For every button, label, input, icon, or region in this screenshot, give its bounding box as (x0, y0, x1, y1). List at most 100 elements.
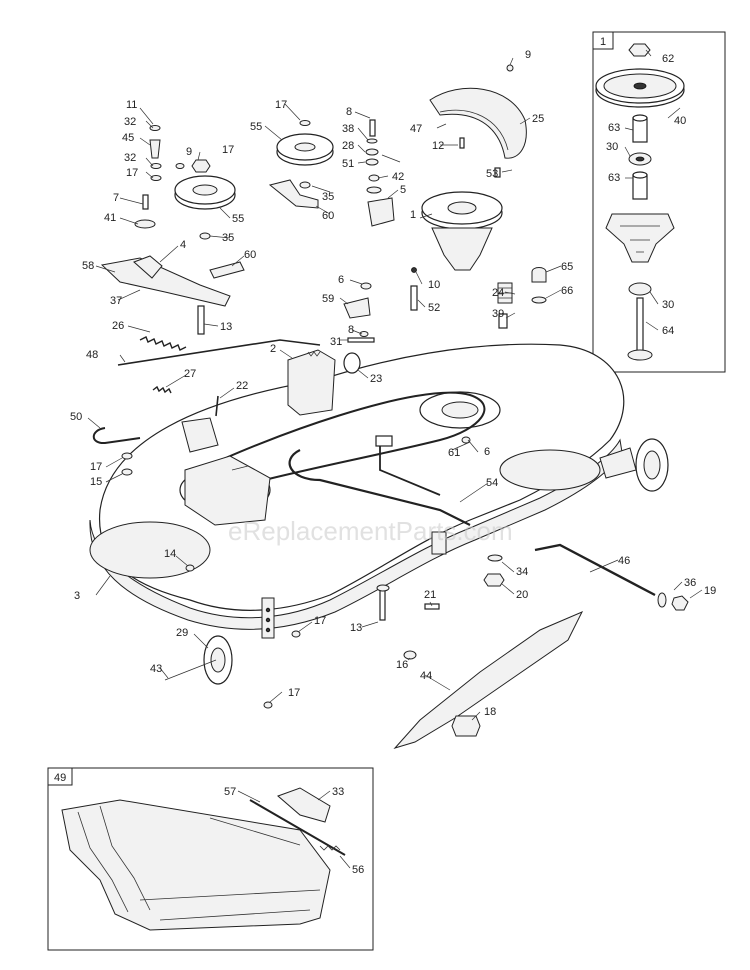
callout-27: 27 (184, 368, 196, 380)
spring-27 (152, 385, 172, 394)
callout-55b: 55 (250, 121, 262, 133)
callout-57: 57 (224, 786, 236, 798)
hook-50 (92, 427, 141, 445)
callout-5: 5 (400, 184, 406, 196)
callout-50: 50 (70, 411, 82, 423)
callout-28: 28 (342, 140, 354, 152)
spindle-inset: 1 (592, 31, 726, 373)
callout-31: 31 (330, 336, 342, 348)
callout-8b: 8 (348, 324, 354, 336)
callout-11: 11 (126, 99, 137, 111)
callout-4: 4 (180, 239, 186, 251)
leader-lines (87, 49, 703, 869)
callout-47: 47 (410, 123, 422, 135)
callout-36: 36 (684, 577, 696, 589)
callout-17f: 17 (288, 687, 300, 699)
callout-44: 44 (420, 670, 432, 682)
idler-assembly-center (268, 120, 334, 209)
callout-65: 65 (561, 261, 573, 273)
callout-45: 45 (122, 132, 134, 144)
deflector-inset: 49 (47, 767, 374, 951)
callout-38: 38 (342, 123, 354, 135)
callout-66: 66 (561, 285, 573, 297)
callout-62: 62 (662, 53, 674, 65)
misc-spindle-parts (410, 267, 547, 329)
gauge-wheel-right (599, 438, 669, 492)
deflector-inset-title: 49 (54, 772, 66, 784)
callout-58: 58 (82, 260, 94, 272)
callout-6a: 6 (338, 274, 344, 286)
callout-42: 42 (392, 171, 404, 183)
callout-60a: 60 (244, 249, 256, 261)
callout-12: 12 (432, 140, 444, 152)
callout-35a: 35 (222, 232, 234, 244)
callout-8a: 8 (346, 106, 352, 118)
callout-18: 18 (484, 706, 496, 718)
callout-48: 48 (86, 349, 98, 361)
callout-32b: 32 (124, 152, 136, 164)
bracket-59 (343, 282, 372, 319)
callout-6b: 6 (484, 446, 490, 458)
callout-26: 26 (112, 320, 124, 332)
callout-53: 53 (486, 168, 498, 180)
callout-7: 7 (113, 192, 119, 204)
fasteners (121, 64, 514, 737)
pin-22 (215, 395, 219, 417)
callout-14: 14 (164, 548, 176, 560)
callout-15: 15 (90, 476, 102, 488)
callout-37: 37 (110, 295, 122, 307)
callout-1a: 1 (410, 209, 416, 221)
callout-9b: 9 (525, 49, 531, 61)
callout-2: 2 (270, 343, 276, 355)
callout-59: 59 (322, 293, 334, 305)
callout-46: 46 (618, 555, 630, 567)
callout-56: 56 (352, 864, 364, 876)
bracket-2 (287, 349, 336, 416)
spindle-assembly-deck (421, 191, 503, 271)
gauge-wheel-left (164, 635, 233, 685)
spring-26 (139, 336, 187, 351)
spindle-inset-title: 1 (600, 36, 606, 48)
rod-48 (117, 339, 321, 366)
callout-32a: 32 (124, 116, 136, 128)
callout-40: 40 (674, 115, 686, 127)
lift-rod (534, 543, 689, 611)
watermark: eReplacementParts.com (228, 516, 513, 546)
idler-assembly-left (100, 125, 245, 335)
belt-cover (429, 87, 527, 178)
callout-10: 10 (428, 279, 440, 291)
callout-41: 41 (104, 212, 116, 224)
callout-54: 54 (486, 477, 498, 489)
callout-30a: 30 (606, 141, 618, 153)
callout-39: 39 (492, 308, 504, 320)
callout-52: 52 (428, 302, 440, 314)
callout-61: 61 (448, 447, 460, 459)
callout-labels: 11 32 45 32 17 9 17 55 7 41 4 35 60 58 3… (70, 49, 716, 876)
callout-17a: 17 (126, 167, 138, 179)
callout-63b: 63 (608, 172, 620, 184)
callout-24: 24 (492, 287, 504, 299)
callout-51: 51 (342, 158, 354, 170)
callout-33: 33 (332, 786, 344, 798)
callout-17d: 17 (90, 461, 102, 473)
callout-29: 29 (176, 627, 188, 639)
callout-55a: 55 (232, 213, 244, 225)
callout-19: 19 (704, 585, 716, 597)
callout-64: 64 (662, 325, 674, 337)
callout-13a: 13 (220, 321, 232, 333)
callout-20: 20 (516, 589, 528, 601)
callout-30b: 30 (662, 299, 674, 311)
callout-3: 3 (74, 590, 80, 602)
callout-60b: 60 (322, 210, 334, 222)
callout-22: 22 (236, 380, 248, 392)
callout-17b: 17 (222, 144, 234, 156)
callout-17c: 17 (275, 99, 287, 111)
callout-21: 21 (424, 589, 436, 601)
callout-35b: 35 (322, 191, 334, 203)
callout-34: 34 (516, 566, 528, 578)
callout-63a: 63 (608, 122, 620, 134)
callout-17e: 17 (314, 615, 326, 627)
callout-13b: 13 (350, 622, 362, 634)
callout-23: 23 (370, 373, 382, 385)
